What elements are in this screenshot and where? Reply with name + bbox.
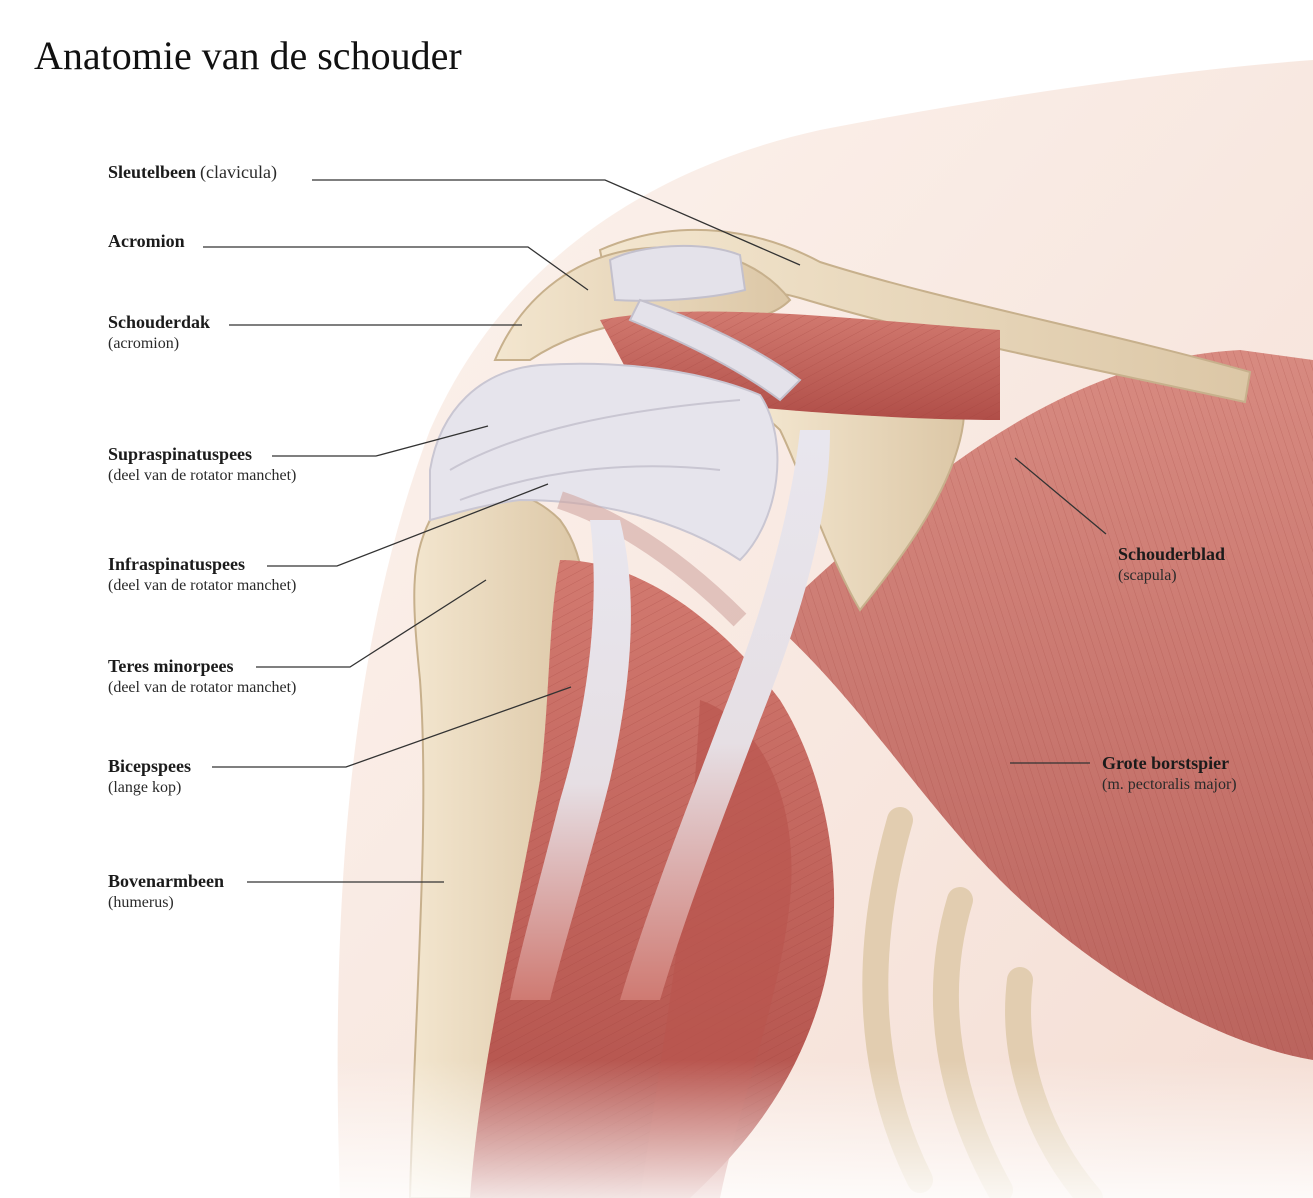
rotator-cuff-tendons	[429, 362, 779, 627]
label-name: Supraspinatuspees	[108, 444, 253, 464]
label-sub: (deel van de rotator manchet)	[108, 679, 297, 696]
leader-schouderblad	[1014, 457, 1107, 535]
label-name: Grote borstspier	[1102, 753, 1230, 773]
label-sub: (m. pectoralis major)	[1102, 776, 1237, 793]
label-supraspinatuspees: Supraspinatuspees (deel van de rotator m…	[108, 443, 296, 487]
label-name: Bicepspees	[108, 756, 191, 776]
label-sub: (acromion)	[108, 335, 180, 352]
label-sleutelbeen: Sleutelbeen (clavicula)	[108, 161, 277, 183]
leader-sleutelbeen	[312, 179, 801, 266]
label-sub: (lange kop)	[108, 779, 182, 796]
label-name: Schouderdak	[108, 312, 211, 332]
leader-lines	[203, 179, 1107, 883]
label-grote-borstspier: Grote borstspier (m. pectoralis major)	[1102, 752, 1237, 796]
leader-acromion	[203, 246, 589, 291]
label-name: Sleutelbeen	[108, 162, 196, 182]
label-name: Infraspinatuspees	[108, 554, 246, 574]
label-sub: (scapula)	[1118, 567, 1177, 584]
label-acromion: Acromion	[108, 230, 185, 252]
page-title: Anatomie van de schouder	[34, 33, 462, 78]
leader-teres-minorpees	[256, 579, 487, 668]
label-name: Teres minorpees	[108, 656, 234, 676]
label-sub: (deel van de rotator manchet)	[108, 577, 297, 594]
label-name: Bovenarmbeen	[108, 871, 224, 891]
biceps-long-head-tendon	[510, 520, 631, 1000]
label-sub: (deel van de rotator manchet)	[108, 467, 297, 484]
leader-bicepspees	[212, 686, 572, 768]
label-name: Acromion	[108, 231, 185, 251]
label-schouderblad: Schouderblad (scapula)	[1118, 543, 1225, 587]
label-bicepspees: Bicepspees (lange kop)	[108, 755, 191, 799]
label-infraspinatuspees: Infraspinatuspees (deel van de rotator m…	[108, 553, 296, 597]
leader-supraspinatuspees	[272, 425, 489, 457]
label-sub: (clavicula)	[200, 162, 277, 182]
label-teres-minorpees: Teres minorpees (deel van de rotator man…	[108, 655, 296, 699]
label-bovenarmbeen: Bovenarmbeen (humerus)	[108, 870, 224, 914]
biceps-short-head-tendon	[620, 430, 830, 1000]
acromioclavicular-ligament	[608, 244, 802, 402]
label-sub: (humerus)	[108, 894, 174, 911]
label-schouderdak: Schouderdak (acromion)	[108, 311, 210, 355]
label-name: Schouderblad	[1118, 544, 1226, 564]
leader-infraspinatuspees	[267, 483, 549, 567]
